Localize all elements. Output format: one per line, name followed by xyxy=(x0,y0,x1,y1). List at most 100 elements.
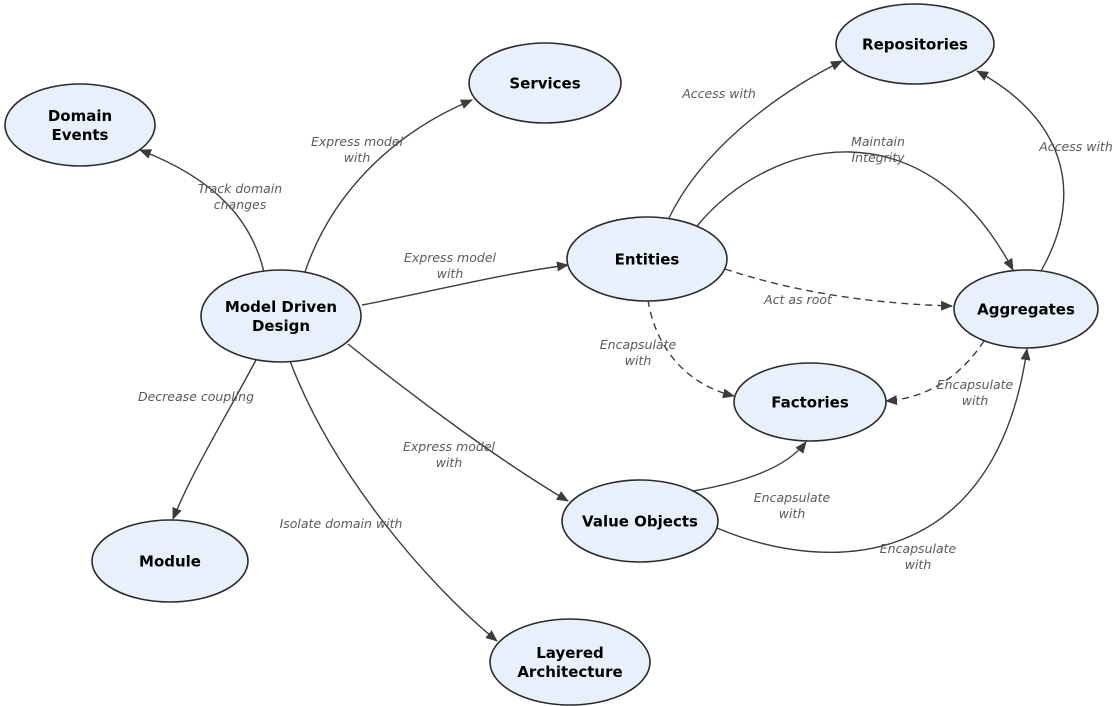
node-label-aggregates: Aggregates xyxy=(977,301,1075,319)
edge-label-line: with xyxy=(962,393,989,408)
edge-label-line: Encapsulate xyxy=(754,490,831,505)
edge-label: Decrease coupling xyxy=(138,389,254,404)
node-factories: Factories xyxy=(733,362,887,442)
node-label-line: Architecture xyxy=(517,663,622,681)
node-label-line: Aggregates xyxy=(977,301,1075,319)
edge-line xyxy=(692,441,807,492)
edge-label-line: changes xyxy=(214,197,267,212)
edge-label-line: Track domain xyxy=(198,181,282,196)
node-label-line: Entities xyxy=(615,251,680,269)
node-label-line: Repositories xyxy=(862,36,968,54)
edge-label: Act as root xyxy=(763,292,833,307)
edge-label-line: Express model xyxy=(404,250,497,265)
node-label-line: Services xyxy=(509,75,580,93)
edge-label-line: with xyxy=(437,266,464,281)
edge-label-line: Express model xyxy=(403,439,496,454)
node-label-services: Services xyxy=(509,75,580,93)
node-ellipse-domain-events xyxy=(4,83,156,167)
node-label-line: Design xyxy=(252,317,310,335)
edge-label-line: Isolate domain with xyxy=(280,516,403,531)
edge-model-driven-design-to-module-decrease-coupling: Decrease coupling xyxy=(138,359,257,520)
edge-label-line: with xyxy=(905,557,932,572)
edge-model-driven-design-to-layered-architecture-isolate-domain-with: Isolate domain with xyxy=(280,360,498,642)
edge-line xyxy=(172,359,257,520)
node-ellipse-factories xyxy=(733,362,887,442)
node-label-repositories: Repositories xyxy=(862,36,968,54)
edge-line xyxy=(976,70,1065,272)
node-label-module: Module xyxy=(139,553,201,571)
node-aggregates: Aggregates xyxy=(953,269,1099,349)
node-label-line: Value Objects xyxy=(582,513,698,531)
node-label-line: Events xyxy=(52,126,109,144)
node-label-line: Layered xyxy=(536,644,603,662)
edge-label-line: Decrease coupling xyxy=(138,389,254,404)
edge-line xyxy=(347,343,569,502)
edge-line xyxy=(696,151,1014,271)
node-ellipse-services xyxy=(468,42,622,124)
node-ellipse-repositories xyxy=(835,3,995,85)
edge-line xyxy=(361,261,569,306)
edge-line xyxy=(716,348,1031,554)
node-ellipse-module xyxy=(91,519,249,603)
edge-line xyxy=(647,299,735,399)
edge-label-line: with xyxy=(625,353,652,368)
edge-line xyxy=(724,268,953,311)
edge-label: Access with xyxy=(681,86,756,101)
edge-label-line: Express model xyxy=(311,134,404,149)
edge-aggregates-to-repositories-access-with: Access with xyxy=(976,70,1113,272)
node-module: Module xyxy=(91,519,249,603)
edge-label-line: Encapsulate xyxy=(600,337,677,352)
edge-label-line: Maintain xyxy=(851,134,905,149)
edge-entities-to-aggregates-act-as-root: Act as root xyxy=(724,268,953,311)
node-entities: Entities xyxy=(566,216,728,302)
node-ellipse-layered-architecture xyxy=(489,618,651,706)
edge-label-line: Act as root xyxy=(763,292,833,307)
edge-entities-to-repositories-access-with: Access with xyxy=(667,60,843,221)
edge-label-line: with xyxy=(344,150,371,165)
edge-line xyxy=(304,99,473,273)
edge-label-line: Integrity xyxy=(851,150,905,165)
node-repositories: Repositories xyxy=(835,3,995,85)
edge-line xyxy=(667,60,843,221)
node-label-factories: Factories xyxy=(771,394,849,412)
edge-label-line: with xyxy=(779,506,806,521)
edge-line xyxy=(139,149,265,273)
edge-label: Isolate domain with xyxy=(280,516,403,531)
node-label-line: Factories xyxy=(771,394,849,412)
node-ellipse-entities xyxy=(566,216,728,302)
node-label-line: Module xyxy=(139,553,201,571)
edge-line xyxy=(289,360,498,642)
node-services: Services xyxy=(468,42,622,124)
node-label-line: Domain xyxy=(48,107,112,125)
node-label-line: Model Driven xyxy=(225,298,337,316)
edge-line xyxy=(885,340,985,406)
node-ellipse-model-driven-design xyxy=(200,269,362,363)
edge-label-line: Encapsulate xyxy=(937,377,1014,392)
node-label-value-objects: Value Objects xyxy=(582,513,698,531)
edge-label-line: Access with xyxy=(681,86,756,101)
